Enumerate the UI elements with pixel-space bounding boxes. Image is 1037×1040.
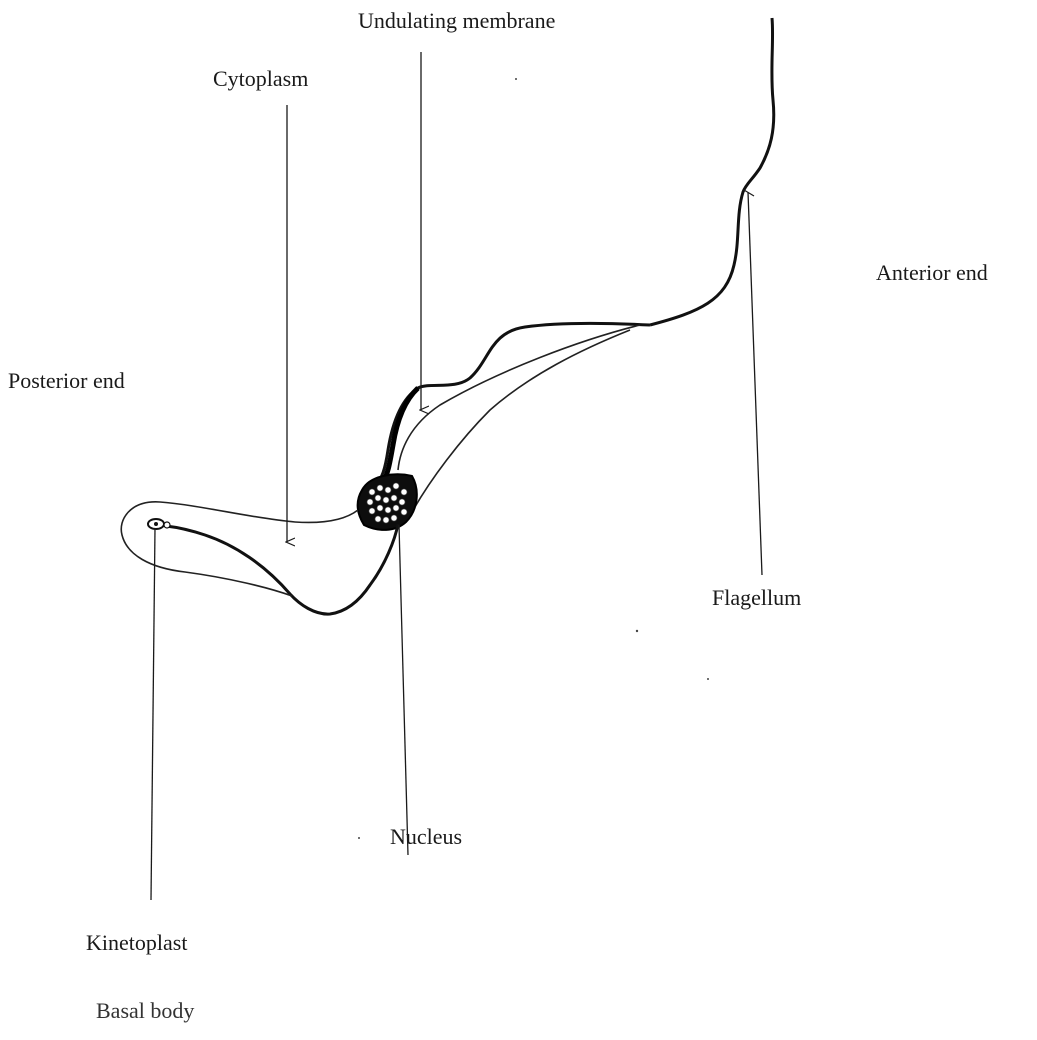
body-inner-upper	[398, 325, 640, 470]
posterior-upper-outline	[121, 502, 358, 596]
label-posterior-end: Posterior end	[8, 370, 125, 392]
body-lower-outline	[166, 524, 398, 614]
label-anterior-end: Anterior end	[876, 262, 988, 284]
nucleus-shape	[358, 474, 417, 530]
pointer-nucleus	[399, 525, 408, 855]
label-cytoplasm: Cytoplasm	[213, 68, 308, 90]
flagellum-attached	[382, 388, 418, 484]
label-flagellum: Flagellum	[712, 587, 801, 609]
label-undulating-membrane: Undulating membrane	[358, 10, 555, 32]
kinetoplast-shape	[148, 519, 170, 529]
pointer-kinetoplast	[151, 528, 155, 900]
undulating-membrane-outline	[376, 323, 650, 485]
body-inner-lower	[412, 330, 630, 512]
pointer-flagellum	[748, 192, 762, 575]
flagellum-line	[650, 18, 774, 325]
label-kinetoplast: Kinetoplast	[86, 932, 187, 954]
label-nucleus: Nucleus	[390, 826, 462, 848]
label-basal-body: Basal body	[96, 1000, 194, 1022]
